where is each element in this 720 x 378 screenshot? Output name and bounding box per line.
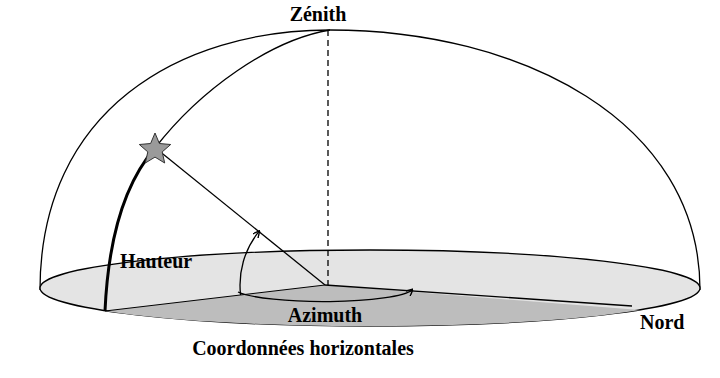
horizon-plane	[40, 250, 700, 326]
vertical-circle-arc	[155, 30, 330, 148]
azimuth-sector	[105, 285, 640, 326]
azimuth-label: Azimuth	[288, 304, 362, 327]
zenith-line	[327, 30, 328, 285]
azimuth-arc	[238, 290, 412, 302]
altitude-arc	[240, 232, 259, 295]
zenith-label: Zénith	[290, 3, 347, 26]
north-label: Nord	[640, 311, 684, 334]
north-line	[325, 285, 632, 306]
vertical-circle-arc	[105, 148, 155, 311]
caption: Coordonnées horizontales	[192, 337, 414, 360]
star-symbol	[139, 133, 170, 163]
altitude-label: Hauteur	[120, 250, 192, 273]
